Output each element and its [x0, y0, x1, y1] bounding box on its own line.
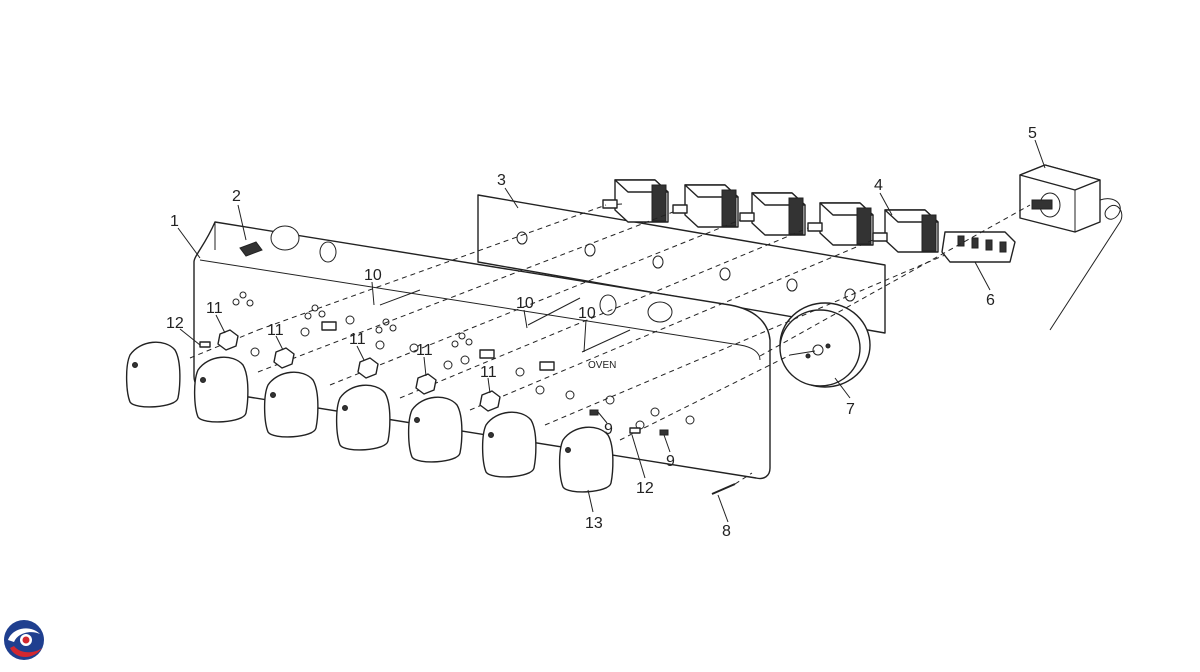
rotary-switch [807, 202, 874, 246]
knob-row [125, 341, 614, 493]
rotary-switch [672, 184, 739, 228]
callout-11d: 11 [416, 342, 433, 359]
panel-oven-label: OVEN [588, 360, 616, 371]
thermostat [1019, 164, 1123, 331]
callout-11c: 11 [349, 331, 366, 348]
callout-10a: 10 [364, 267, 382, 284]
callout-9a: 9 [604, 421, 613, 438]
callout-13: 13 [585, 515, 603, 532]
callout-12b: 12 [636, 480, 654, 497]
rotary-switch [872, 209, 939, 253]
assembly-lines [189, 204, 1031, 441]
callout-2: 2 [232, 188, 241, 205]
mounting-bracket [477, 194, 886, 334]
oven-timer [779, 302, 871, 388]
rotary-switch [602, 179, 669, 223]
control-knob [125, 341, 181, 408]
callout-5: 5 [1028, 125, 1037, 142]
callout-10c: 10 [578, 305, 596, 322]
callout-11a: 11 [206, 300, 223, 317]
callout-12a: 12 [166, 315, 184, 332]
control-knob [193, 356, 249, 423]
control-knob [407, 396, 463, 463]
callout-6: 6 [986, 292, 995, 309]
callout-1: 1 [170, 213, 179, 230]
rotary-switch [739, 192, 806, 236]
leader-lines [177, 139, 1046, 523]
callout-11b: 11 [267, 322, 284, 339]
callout-4: 4 [874, 177, 883, 194]
terminal-block [941, 231, 1016, 263]
control-knob [263, 371, 319, 438]
callout-8: 8 [722, 523, 731, 540]
indicator-neon [239, 241, 263, 257]
nut-row [217, 329, 501, 412]
control-knob [558, 426, 614, 493]
switch-row [602, 179, 939, 253]
screw [711, 472, 753, 495]
brand-swirl-logo [4, 620, 44, 660]
callout-7: 7 [846, 401, 855, 418]
callout-labels: 1 2 3 4 5 6 7 8 9 9 10 10 10 11 11 11 11… [166, 125, 1037, 540]
callout-3: 3 [497, 172, 506, 189]
control-knob [481, 411, 537, 478]
callout-10b: 10 [516, 295, 534, 312]
control-knob [335, 384, 391, 451]
callout-11e: 11 [480, 364, 497, 381]
callout-9b: 9 [666, 453, 675, 470]
